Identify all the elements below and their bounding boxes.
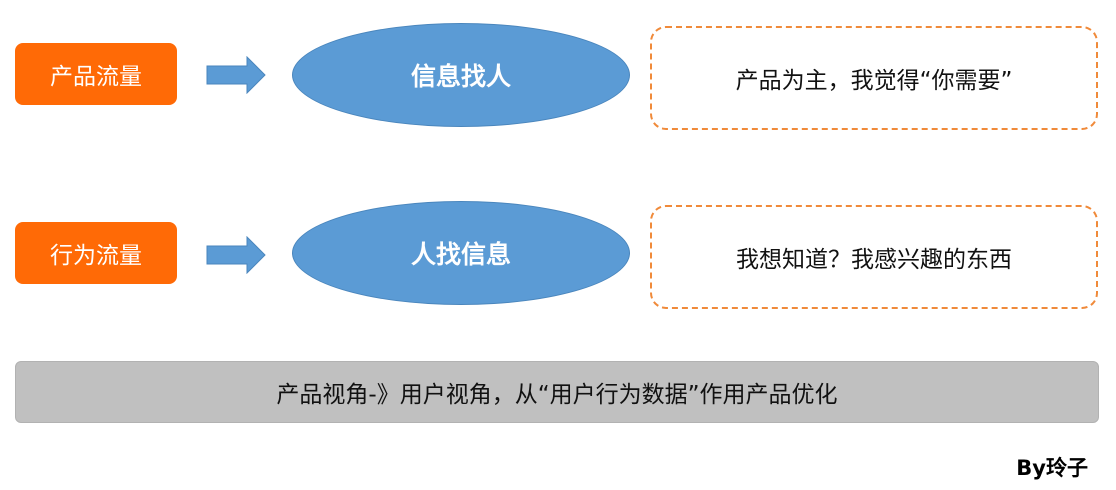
author-credit: By玲子 — [1016, 456, 1088, 480]
right-arrow-icon — [206, 56, 266, 94]
row1-concept-ellipse: 信息找人 — [292, 23, 630, 127]
row2-concept-ellipse: 人找信息 — [292, 201, 630, 305]
summary-banner: 产品视角-》用户视角，从“用户行为数据”作用产品优化 — [15, 361, 1099, 423]
right-arrow-icon — [206, 236, 266, 274]
row1-label-box: 产品流量 — [15, 43, 177, 105]
row2-label-box: 行为流量 — [15, 222, 177, 284]
row2-note-box: 我想知道？我感兴趣的东西 — [650, 205, 1098, 309]
row1-note-box: 产品为主，我觉得“你需要” — [650, 26, 1098, 130]
